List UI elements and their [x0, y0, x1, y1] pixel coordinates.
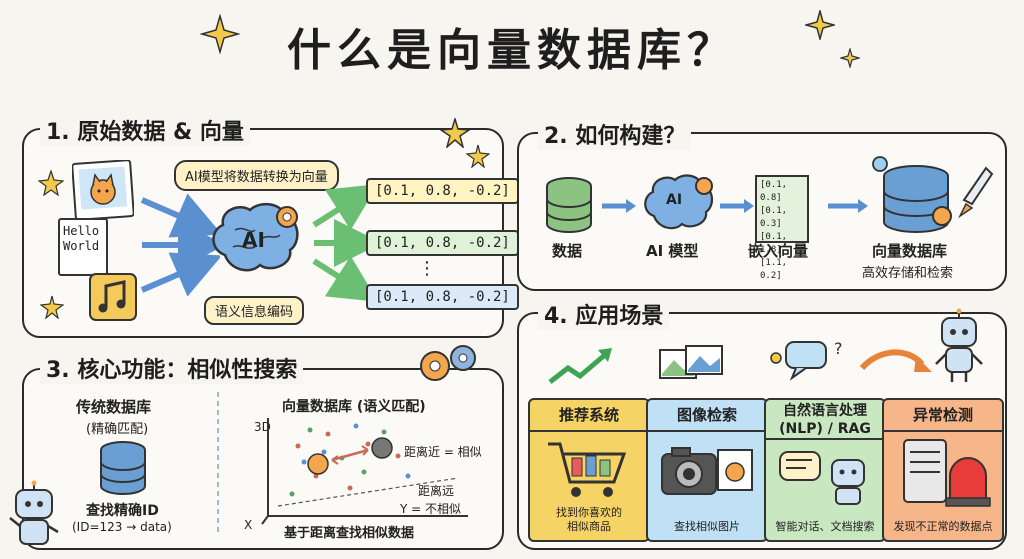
step-ai-model-label: AI 模型 [646, 242, 699, 260]
robot-icon [935, 308, 983, 382]
traditional-db-subtitle: (精确匹配) [86, 422, 149, 437]
vector-3: [0.1, 0.8, -0.2] [366, 284, 519, 310]
document-icon: Hello World [58, 218, 108, 276]
step-embedding-label: 嵌入向量 [748, 242, 809, 260]
divider [217, 392, 219, 532]
server-alarm-icon [903, 439, 991, 507]
section2-title: 2. 如何构建？ [538, 118, 692, 150]
input-arrows [140, 193, 220, 297]
semantic-encoding-label: 语义信息编码 [204, 296, 305, 325]
star-icon [200, 14, 240, 54]
ai-model-icon-label: AI [666, 192, 683, 208]
exact-id-example: (ID=123 → data) [72, 520, 172, 534]
music-note-icon [89, 273, 137, 321]
embedding-matrix: [0.1, 0.8] [0.1, 0.3] [0.1, 1.8] [1.1, 0… [755, 175, 809, 281]
card-recommendation: 推荐系统 找到你喜欢的 相似商品 [528, 398, 650, 542]
vector-1: [0.1, 0.8, -0.2] [366, 178, 519, 204]
near-similar-label: 距离近 = 相似 [404, 445, 482, 459]
far-label: 距离远 [418, 484, 455, 498]
section4-title: 4. 应用场景 [538, 298, 670, 330]
step-data-label: 数据 [552, 242, 583, 260]
output-arrows [312, 185, 370, 302]
step-vector-db-label: 向量数据库 [872, 242, 948, 260]
step-vector-db-sublabel: 高效存储和检索 [862, 266, 954, 281]
arrow-right-icon [602, 199, 636, 213]
section1-title: 1. 原始数据 & 向量 [40, 114, 250, 146]
sparkle-icon [805, 10, 835, 40]
axis-3d-label: 3D [254, 420, 271, 434]
vector-ellipsis: ⋮ [418, 258, 436, 279]
chat-bubbles-icon: ? [770, 339, 843, 381]
page-title: 什么是向量数据库？ [287, 25, 737, 76]
star-icon [38, 170, 64, 196]
svg-text:?: ? [834, 339, 843, 358]
star-icon [466, 144, 490, 168]
axis-x-label: X [244, 518, 253, 532]
data-database-icon [546, 177, 592, 233]
card-anomaly-detection: 异常检测 发现不正常的数据点 [882, 398, 1004, 542]
trend-up-arrow-icon [548, 348, 612, 384]
distance-search-caption: 基于距离查找相似数据 [284, 526, 415, 541]
images-icon [659, 345, 723, 379]
brain-ai-label: AI [242, 228, 265, 252]
ai-brain-icon [212, 202, 299, 272]
traditional-db-title: 传统数据库 [76, 398, 152, 416]
traditional-database-icon [100, 441, 146, 495]
arrow-right-icon [720, 199, 754, 213]
cat-photo-icon [72, 160, 134, 220]
exact-id-caption: 查找精确ID [86, 503, 159, 519]
ai-model-brain-icon [644, 174, 713, 230]
ai-conversion-bubble: AI模型将数据转换为向量 [174, 160, 339, 191]
robot-icon [9, 480, 59, 545]
star-icon [40, 295, 64, 319]
vector-2: [0.1, 0.8, -0.2] [366, 230, 519, 256]
far-dissimilar-label: Y = 不相似 [400, 502, 462, 516]
curved-arrow-icon [859, 349, 932, 372]
star-icon [440, 118, 470, 148]
card-nlp-rag: 自然语言处理 (NLP) / RAG 智能对话、文档搜索 [764, 398, 886, 542]
arrow-right-icon [828, 199, 868, 213]
chatbot-icon [779, 451, 865, 505]
section3-title: 3. 核心功能：相似性搜索 [40, 352, 304, 384]
vector-database-icon [872, 156, 994, 233]
gears-icon [420, 345, 476, 381]
vector-db-search-title: 向量数据库 (语义匹配) [282, 399, 426, 415]
sparkle-icon [840, 48, 860, 68]
shopping-cart-icon [548, 442, 627, 497]
camera-icon [661, 447, 753, 495]
vector-space-plot [261, 418, 468, 525]
card-image-search: 图像检索 查找相似图片 [646, 398, 768, 542]
